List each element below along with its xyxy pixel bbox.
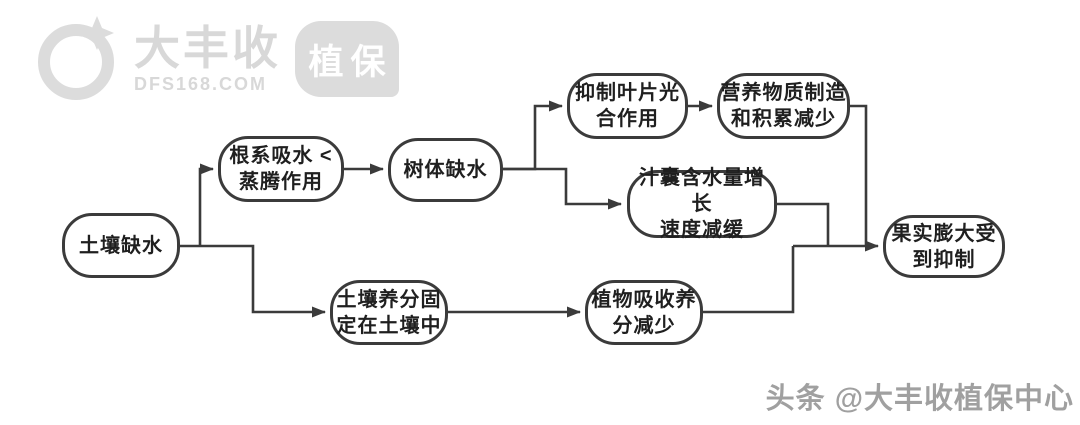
node-nutrient-production-accumulation-decrease: 营养物质制造 和积累减少 [717, 73, 850, 139]
edge-plantabsorb-to-fruit [703, 246, 795, 314]
edge-nutrient-to-fruit [850, 104, 868, 246]
node-tree-water-shortage: 树体缺水 [388, 138, 503, 202]
dfs-logo: 大丰收 DFS168.COM 植保 [34, 14, 399, 104]
dfs-logo-brand: 大丰收 [134, 22, 281, 74]
node-soil-water-shortage: 土壤缺水 [62, 213, 180, 278]
dfs-logo-domain: DFS168.COM [134, 74, 268, 94]
edge-juicesac-to-fruit [777, 202, 830, 246]
node-soil-nutrients-fixed-in-soil: 土壤养分固 定在土壤中 [330, 280, 448, 345]
toutiao-watermark: 头条 @大丰收植保中心 [765, 383, 1074, 415]
node-juice-sac-water-growth-slows: 汁囊含水量增长 速度减缓 [627, 167, 777, 241]
dfs-logo-text: 大丰收 DFS168.COM [134, 25, 281, 93]
edge-soil-to-soilnutrient [180, 244, 326, 318]
node-fruit-enlargement-inhibited: 果实膨大受 到抑制 [883, 215, 1005, 278]
edge-soil-to-root [198, 163, 214, 246]
dfs-logo-icon [34, 14, 120, 104]
node-plant-nutrient-absorption-decrease: 植物吸收养 分减少 [585, 280, 703, 345]
plant-protection-badge: 植保 [295, 21, 399, 97]
node-inhibit-leaf-photosynthesis: 抑制叶片光 合作用 [567, 73, 688, 139]
node-root-absorption-lt-transpiration: 根系吸水 < 蒸腾作用 [218, 136, 344, 202]
edge-tree-to-photo [503, 100, 563, 171]
edge-tree-to-juicesac [503, 167, 622, 210]
